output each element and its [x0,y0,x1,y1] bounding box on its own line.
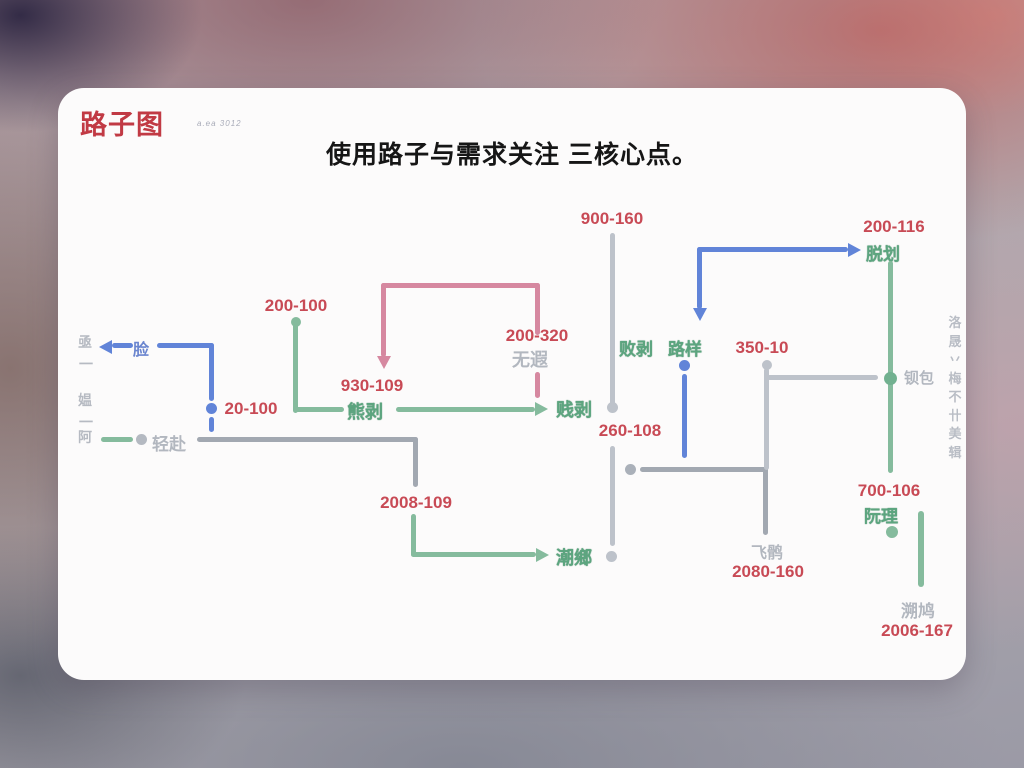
right-column-char: 晟 [948,333,962,349]
label-20-100: 20-100 [224,399,278,418]
node-dot-gray [607,402,618,413]
arrowhead-down-icon [693,308,707,321]
node-dot-green [884,372,897,385]
edge-green-elbow-h [411,552,536,557]
right-column-char: 洛 [948,315,962,330]
label-chaoxiang: 潮鄉 [556,548,592,568]
label-200-320: 200-320 [505,326,569,345]
right-column-char: 美 [948,426,962,441]
label-tuohua: 脱划 [866,245,900,264]
label-200-116: 200-116 [863,217,925,236]
left-column-dash: 一 [79,414,93,430]
right-column-char: 梅 [948,370,962,386]
label-200-100: 200-100 [264,296,328,315]
node-dot-gray [625,464,636,475]
label-qingfu: 轻赴 [152,435,186,454]
edge-blue-left [157,343,214,348]
node-dot-gray [136,434,147,445]
edge-gray-branch-h [640,467,768,472]
left-column-char: 亟 [78,334,92,350]
edge-green-mid-h [293,407,344,412]
edge-blue-left [112,343,133,348]
edge-blue-left-drop [209,343,214,401]
edge-green-tail-v [918,511,924,587]
edge-green-right-v [888,261,893,473]
edge-gray-tall-v [610,233,615,405]
label-700-106: 700-106 [857,481,921,500]
label-350-10: 350-10 [735,338,789,357]
label-luyang: 路样 [668,340,702,359]
node-dot-blue [206,403,217,414]
label-lian: 脸 [133,342,150,359]
label-sujiu: 溯鸠 [901,602,935,621]
edge-pink-left-v [381,283,386,357]
arrowhead-right-icon [848,243,861,257]
label-wuxia: 无遐 [512,350,548,370]
edge-pink-right-v [535,283,540,335]
edge-gray-tall-v2 [610,446,615,546]
arrowhead-left-icon [99,340,112,354]
right-column-char: 辑 [948,444,962,460]
arrowhead-down-icon [377,356,391,369]
label-ruanli: 阮理 [864,507,898,526]
left-column-dash: 一 [79,356,93,372]
edge-gray-junction-h [767,375,878,380]
edge-green-elbow-v [411,514,416,557]
node-dot-blue [679,360,690,371]
label-2080-160: 2080-160 [732,562,804,581]
edge-blue-left-tail [209,417,214,432]
label-feihu: 飞鹘 [751,545,784,562]
edge-blue-top-h [697,247,848,252]
right-column-text: 洛 晟 丷 梅 不 卄 美 辑 [944,314,966,462]
label-930-109: 930-109 [340,376,404,395]
right-column-char: 丷 [948,352,962,367]
label-2006-167: 2006-167 [881,621,953,640]
edge-blue-drop-v [682,374,687,458]
arrowhead-right-icon [536,548,549,562]
node-dot-gray [762,360,772,370]
label-xiongbo: 熊剥 [347,402,383,422]
edge-gray-long [197,437,418,442]
label-jianbo: 贱剥 [556,400,592,420]
edge-gray-branch-v [763,467,768,535]
edge-gray-junction-v [764,368,769,470]
right-column-char: 卄 [948,407,962,423]
page-title: 路子图 [80,110,164,140]
left-column-char: 阿 [78,429,92,445]
title-note: a.ea 3012 [197,119,242,128]
slide-heading: 使用路子与需求关注 三核心点。 [326,141,698,169]
arrowhead-right-icon [535,402,548,416]
left-column-char: 媪 [78,392,92,408]
edge-green-stub [101,437,133,442]
edge-pink-right-v2 [535,372,540,398]
edge-pink-top-h [381,283,540,288]
right-column-char: 不 [948,389,962,404]
edge-gray-long-drop [413,437,418,487]
label-baibo: 败剥 [619,340,653,359]
node-dot-gray [606,551,617,562]
edge-green-mid-v [293,321,298,413]
edge-blue-top-v [697,247,702,309]
edge-green-arrow-h [396,407,535,412]
label-2008-109: 2008-109 [380,493,452,512]
label-260-108: 260-108 [598,421,662,440]
label-900-160: 900-160 [580,209,644,228]
label-beibao: 钡包 [904,370,935,387]
node-dot-green [886,526,898,538]
